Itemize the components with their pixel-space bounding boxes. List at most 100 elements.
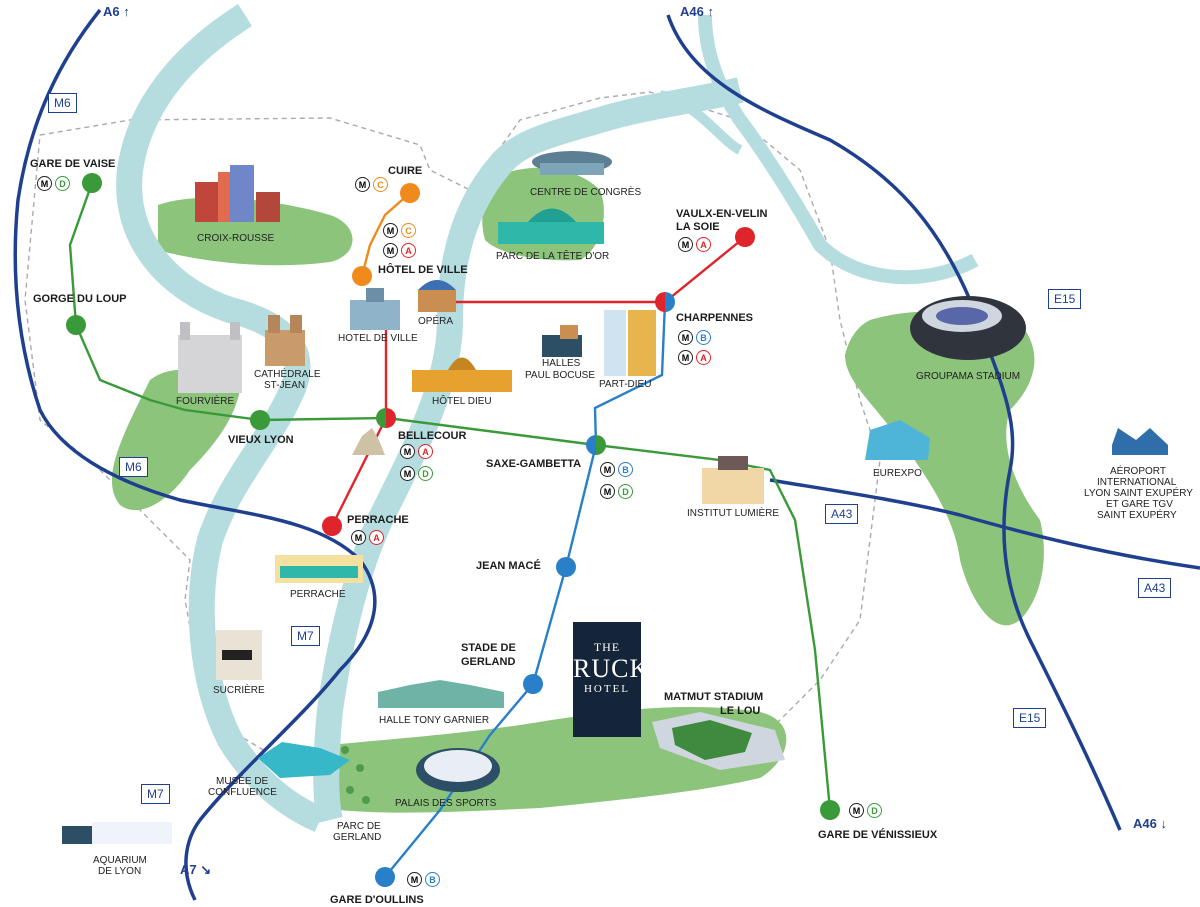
- hotel-logo-line1: THE: [593, 640, 621, 654]
- landmark-label-opera: OPÉRA: [418, 316, 454, 327]
- croix-rousse-buildings: [195, 165, 280, 222]
- badges-vaise: M D: [37, 176, 70, 191]
- landmark-label-parc-gerland-1: PARC DE: [337, 821, 381, 832]
- landmark-label-musee-1: MUSÉE DE: [216, 776, 269, 787]
- landmark-label-cathedrale-2: ST-JEAN: [264, 380, 306, 391]
- badges-hdv-1: M C: [383, 223, 416, 238]
- road-box-e15-top: E15: [1048, 289, 1082, 309]
- badges-cuire: M C: [355, 177, 388, 192]
- line-a-badge: A: [369, 530, 384, 545]
- landmark-label-aquarium-1: AQUARIUM: [93, 855, 147, 866]
- badges-venissieux: M D: [849, 803, 882, 818]
- groupama-stadium: [910, 296, 1026, 360]
- landmark-label-halles-2: PAUL BOCUSE: [525, 370, 596, 381]
- landmark-label-croix-rousse: CROIX-ROUSSE: [197, 233, 275, 244]
- metro-badge: M: [678, 330, 693, 345]
- road-box-m6-mid: M6: [119, 457, 148, 477]
- landmark-label-aeroport-3: LYON SAINT EXUPÉRY: [1084, 488, 1193, 499]
- metro-badge: M: [600, 484, 615, 499]
- landmark-label-parc-gerland-2: GERLAND: [333, 832, 382, 843]
- matmut-stadium: [652, 712, 785, 770]
- station-label-matmut-2: LE LOU: [720, 705, 761, 717]
- landmark-label-sucriere: SUCRIÈRE: [213, 685, 265, 696]
- river-saone: [116, 4, 326, 832]
- station-label-saxe-gambetta: SAXE-GAMBETTA: [486, 458, 582, 470]
- station-dot-jean-mace: [556, 557, 576, 577]
- halles-building: [542, 325, 582, 357]
- line-orange-cuire: [360, 192, 411, 277]
- landmark-label-parc-tete-or: PARC DE LA TÊTE D'OR: [496, 251, 610, 262]
- line-d-badge: D: [55, 176, 70, 191]
- aquarium-building: [62, 822, 172, 844]
- landmark-label-aquarium-2: DE LYON: [98, 866, 142, 877]
- landmark-label-aeroport-4: ET GARE TGV: [1106, 499, 1173, 510]
- station-dot-hotel-de-ville: [352, 266, 372, 286]
- road-label-a6: A6 ↑: [103, 4, 130, 19]
- metro-badge: M: [383, 243, 398, 258]
- road-box-m7-mid: M7: [291, 626, 320, 646]
- station-dot-venissieux: [820, 800, 840, 820]
- landmark-label-halles-1: HALLES: [542, 358, 581, 369]
- serres-tete-or-building: [498, 208, 604, 244]
- station-label-vieux-lyon: VIEUX LYON: [228, 434, 294, 446]
- station-dot-gorge-du-loup: [66, 315, 86, 335]
- road-box-m6-top: M6: [48, 93, 77, 113]
- station-label-vaulx-1: VAULX-EN-VELIN: [676, 208, 768, 220]
- station-label-charpennes: CHARPENNES: [676, 312, 754, 324]
- metro-badge: M: [400, 444, 415, 459]
- station-label-bellecour: BELLECOUR: [398, 430, 467, 442]
- palais-sports-building: [416, 748, 500, 792]
- badges-perrache: M A: [351, 530, 384, 545]
- badges-bellecour-1: M A: [400, 444, 433, 459]
- fourviere-building: [178, 322, 242, 393]
- badges-hdv-2: M A: [383, 243, 416, 258]
- road-box-e15-bottom: E15: [1013, 708, 1047, 728]
- landmark-label-fourviere: FOURVIÈRE: [176, 396, 235, 407]
- line-d-badge: D: [418, 466, 433, 481]
- road-a46: [666, 14, 1122, 831]
- road-a6: [13, 8, 377, 901]
- station-dot-vaise: [82, 173, 102, 193]
- line-c-badge: C: [401, 223, 416, 238]
- centre-congres-building: [532, 151, 612, 175]
- road-a43: [769, 478, 1200, 570]
- station-label-perrache: PERRACHE: [347, 514, 409, 526]
- metro-badge: M: [407, 872, 422, 887]
- station-dot-vieux-lyon: [250, 410, 270, 430]
- badges-charpennes-1: M B: [678, 330, 711, 345]
- badges-saxe-1: M B: [600, 462, 633, 477]
- landmark-label-groupama: GROUPAMA STADIUM: [916, 371, 1021, 382]
- musee-confluence-building: [258, 742, 350, 778]
- line-a-badge: A: [696, 237, 711, 252]
- river-rhone: [313, 77, 744, 824]
- badges-vaulx: M A: [678, 237, 711, 252]
- hotel-logo-line2: RUCK: [573, 654, 650, 683]
- landmark-label-hotel-dieu: HÔTEL DIEU: [432, 396, 492, 407]
- landmark-label-institut-lumiere: INSTITUT LUMIÈRE: [687, 508, 780, 519]
- landmark-label-centre-congres: CENTRE DE CONGRÈS: [530, 187, 642, 198]
- eurexpo-building: [865, 420, 930, 460]
- metro-badge: M: [355, 177, 370, 192]
- station-label-stade-2: GERLAND: [461, 656, 516, 668]
- line-a-badge: A: [418, 444, 433, 459]
- river-canal: [658, 90, 743, 155]
- metro-badge: M: [600, 462, 615, 477]
- line-green-vaise-vieuxlyon: [68, 182, 261, 422]
- institut-lumiere-building: [702, 456, 764, 504]
- the-ruck-hotel-logo: THE RUCK HOTEL: [573, 622, 650, 737]
- badges-saxe-2: M D: [600, 484, 633, 499]
- road-label-a7: A7 ↘: [180, 862, 212, 877]
- hotel-dieu-building: [412, 357, 512, 392]
- station-label-jean-mace: JEAN MACÉ: [476, 560, 541, 572]
- line-b-badge: B: [618, 462, 633, 477]
- metro-badge: M: [849, 803, 864, 818]
- station-label-vaulx-2: LA SOIE: [676, 221, 720, 233]
- road-box-a43-right: A43: [1138, 578, 1172, 598]
- line-a-badge: A: [696, 350, 711, 365]
- station-label-stade-1: STADE DE: [461, 642, 516, 654]
- landmark-label-musee-2: CONFLUENCE: [208, 787, 277, 798]
- badges-bellecour-2: M D: [400, 466, 433, 481]
- line-b-badge: B: [696, 330, 711, 345]
- station-label-hotel-de-ville: HÔTEL DE VILLE: [378, 264, 468, 276]
